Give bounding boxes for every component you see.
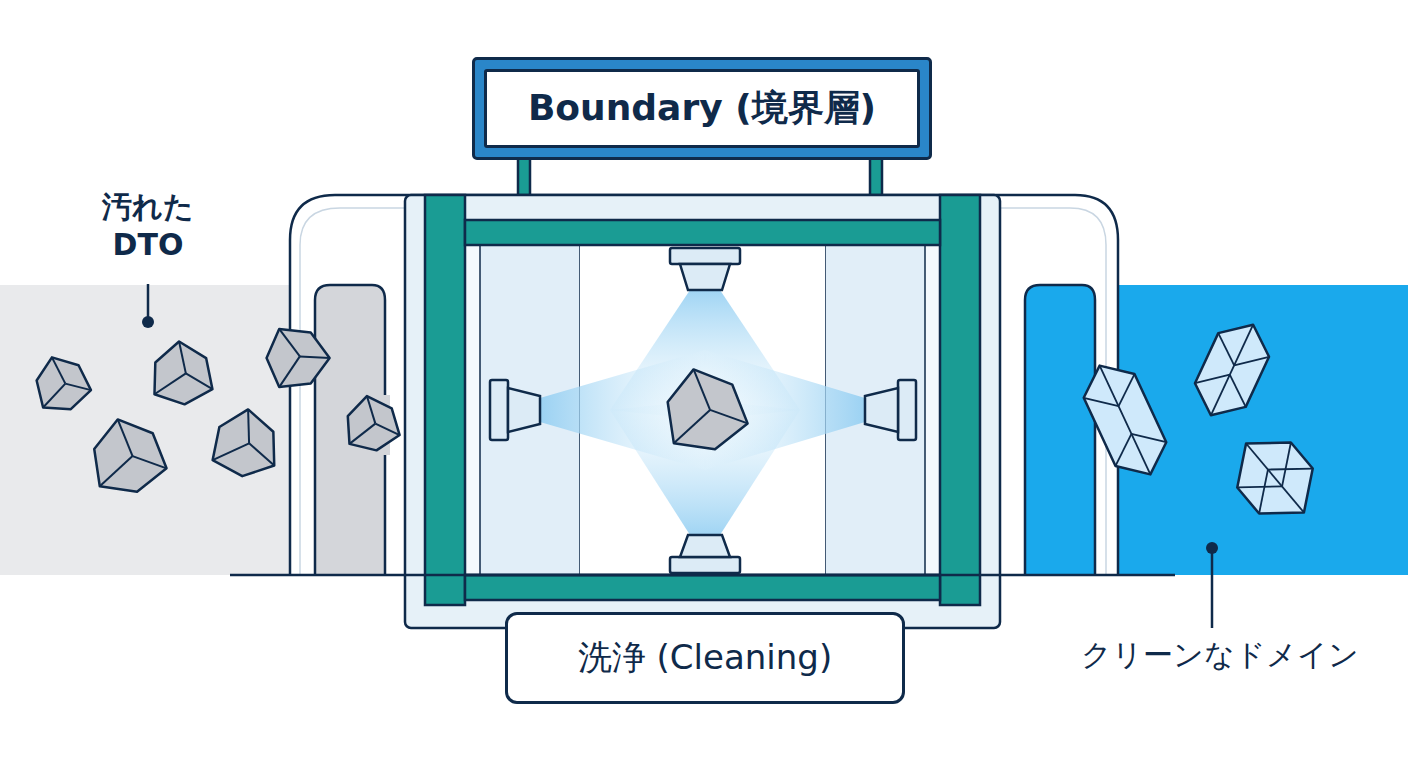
crystal-facet	[1100, 366, 1151, 475]
cleaning-chamber	[465, 245, 940, 575]
crystal-facet	[1131, 422, 1166, 454]
clean-objects	[1074, 313, 1330, 535]
crystal-facet	[1209, 333, 1244, 365]
rock-facet	[154, 373, 185, 394]
exit-door	[1025, 285, 1095, 575]
dirty-rock	[37, 357, 91, 409]
frame-bar	[465, 220, 940, 245]
dirty-objects	[37, 329, 748, 492]
leader-dot	[1206, 542, 1218, 554]
crystal-facet	[1084, 386, 1119, 418]
dirty-rock	[668, 369, 748, 449]
nozzle	[508, 388, 540, 432]
clean-crystal	[1185, 313, 1278, 427]
nozzle	[865, 388, 898, 432]
crystal-body	[1219, 421, 1330, 535]
rock-facet	[179, 342, 186, 374]
cleaning-frame	[405, 195, 1000, 628]
nozzle	[898, 380, 916, 440]
rock-facet	[349, 424, 375, 444]
crystal-facet	[1211, 325, 1253, 416]
crystal-facet	[1268, 447, 1313, 491]
nozzles	[490, 248, 916, 573]
crystal-facet	[1237, 465, 1282, 509]
rock-facet	[375, 424, 399, 435]
crystal-facet	[1220, 375, 1255, 407]
dirty-rock	[267, 329, 330, 387]
dirty-rock	[154, 342, 212, 405]
crystal-body	[1185, 313, 1278, 427]
clean-crystal	[1074, 354, 1175, 486]
leader-line	[1211, 548, 1214, 628]
clean-band	[1020, 285, 1408, 575]
rock-facet	[279, 356, 300, 387]
crystal-facet	[1106, 434, 1141, 466]
crystal-facet	[1264, 442, 1309, 486]
dirty-band	[0, 285, 390, 575]
rock-facet	[249, 443, 274, 465]
rock-facet	[100, 456, 133, 486]
crystal-facet	[1246, 444, 1304, 513]
nozzle	[680, 264, 730, 290]
rock-facet	[186, 373, 213, 389]
clean-domain-label: クリーンなドメイン	[1040, 636, 1400, 674]
rock-facet	[118, 419, 133, 456]
clean-crystal	[1219, 421, 1330, 535]
rock-facet	[43, 384, 65, 408]
rock-facet	[65, 384, 91, 391]
dirty-rock	[94, 419, 166, 491]
rock-facet	[213, 443, 249, 460]
rock-facet	[52, 357, 65, 383]
dirty-rock	[348, 396, 400, 450]
boundary-title: Boundary (境界層)	[484, 69, 920, 148]
boundary-sign: Boundary (境界層)	[472, 57, 932, 160]
rock-facet	[694, 369, 710, 409]
crystal-facet	[1241, 470, 1286, 514]
dirty-dto-label: 汚れた DTO	[83, 188, 213, 263]
rock-facet	[247, 409, 250, 443]
rock-facet	[367, 396, 375, 424]
crystal-facet	[1109, 374, 1144, 406]
frame-bar	[465, 575, 940, 600]
crystal-body	[1074, 354, 1175, 486]
nozzle	[670, 557, 740, 573]
leader-dot	[142, 316, 154, 328]
nozzle	[680, 535, 730, 557]
rock-facet	[300, 356, 330, 358]
frame-post	[940, 195, 980, 605]
crystal-facet	[1195, 363, 1230, 395]
dirty-rock	[213, 409, 275, 476]
crystal-facet	[1234, 345, 1269, 377]
frame-post	[425, 195, 465, 605]
process-box: 洗浄 (Cleaning)	[505, 612, 905, 704]
rock-facet	[279, 329, 300, 356]
nozzle	[670, 248, 740, 264]
process-label: 洗浄 (Cleaning)	[572, 631, 838, 685]
rock-facet	[710, 410, 748, 424]
rock-facet	[133, 456, 167, 468]
nozzle	[490, 380, 508, 440]
rock-facet	[674, 410, 710, 443]
